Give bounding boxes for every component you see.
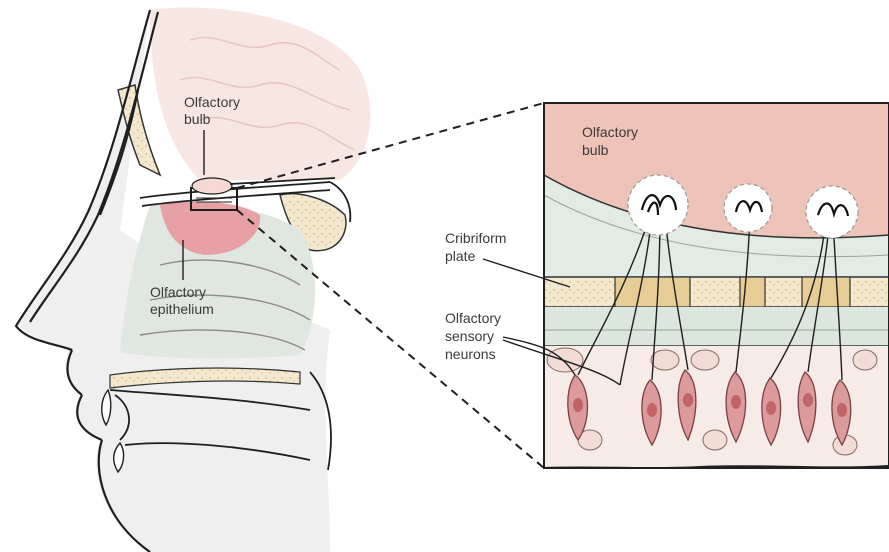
left-bulb-line-1: Olfactory xyxy=(184,94,240,110)
neurons-line-2: sensory xyxy=(445,328,494,344)
epithelium-line-1: Olfactory xyxy=(150,284,206,300)
olfactory-bulb-small xyxy=(192,178,232,194)
left-bulb-line-2: bulb xyxy=(184,111,211,127)
cilia xyxy=(572,468,849,503)
right-bulb-line-2: bulb xyxy=(582,142,609,158)
neurons-line-1: Olfactory xyxy=(445,310,501,326)
glomerulus-1 xyxy=(628,175,688,235)
cribriform-line-1: Cribriform xyxy=(445,230,506,246)
glomerulus-2 xyxy=(724,184,772,232)
right-bulb-line-1: Olfactory xyxy=(582,124,638,140)
neurons-line-3: neurons xyxy=(445,346,496,362)
neurons-label: Olfactory sensory neurons xyxy=(445,310,505,362)
head-cross-section: Olfactory bulb Olfactory epithelium xyxy=(16,8,370,552)
cribriform-line-2: plate xyxy=(445,248,476,264)
cribriform-label: Cribriform plate xyxy=(445,230,510,264)
glomerulus-3 xyxy=(806,186,858,238)
epithelium-line-2: epithelium xyxy=(150,301,214,317)
detail-panel xyxy=(544,103,889,503)
epithelium-label: Olfactory epithelium xyxy=(150,284,214,317)
